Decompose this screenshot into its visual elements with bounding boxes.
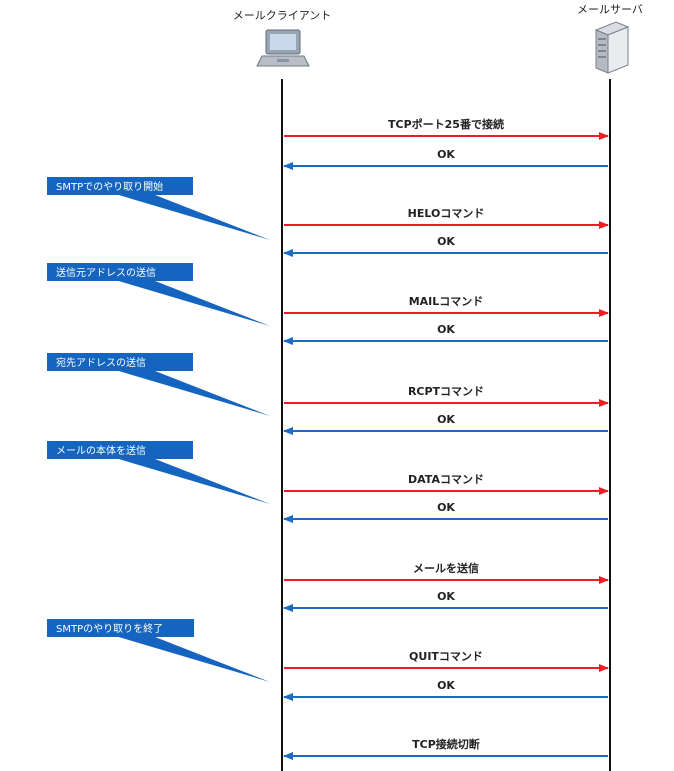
- callout-box: [47, 441, 193, 459]
- message-label: RCPTコマンド: [408, 385, 484, 398]
- callout-pointer: [112, 193, 270, 240]
- callout-pointer: [112, 279, 270, 326]
- callout: 宛先アドレスの送信: [47, 353, 270, 416]
- callout-box: [47, 177, 193, 195]
- callout-label: SMTPのやり取りを終了: [56, 622, 163, 635]
- message-label: DATAコマンド: [408, 473, 484, 486]
- message-label: OK: [437, 590, 455, 603]
- message-label: TCP接続切断: [412, 737, 480, 751]
- callout-pointer: [112, 457, 270, 504]
- laptop-icon: [256, 29, 310, 67]
- message-label: TCPポート25番で接続: [388, 117, 504, 131]
- message-label: HELOコマンド: [408, 207, 485, 220]
- message-label: QUITコマンド: [409, 650, 483, 663]
- callout-pointer: [112, 369, 270, 416]
- callout-label: SMTPでのやり取り開始: [56, 180, 163, 193]
- callouts: SMTPでのやり取り開始送信元アドレスの送信宛先アドレスの送信メールの本体を送信…: [47, 177, 270, 682]
- callout-pointer: [112, 635, 270, 682]
- message-label: メールを送信: [413, 561, 479, 575]
- callout: メールの本体を送信: [47, 441, 270, 504]
- callout-box: [47, 619, 194, 637]
- message-label: OK: [437, 148, 455, 161]
- callout-label: メールの本体を送信: [56, 444, 146, 457]
- message-label: MAILコマンド: [409, 295, 484, 308]
- message-label: OK: [437, 413, 455, 426]
- server-icon: [594, 21, 630, 74]
- callout-label: 送信元アドレスの送信: [56, 266, 156, 279]
- callout-label: 宛先アドレスの送信: [56, 356, 146, 369]
- callout-box: [47, 263, 193, 281]
- message-label: OK: [437, 501, 455, 514]
- message-label: OK: [437, 679, 455, 692]
- callout: 送信元アドレスの送信: [47, 263, 270, 326]
- message-label: OK: [437, 235, 455, 248]
- callout: SMTPのやり取りを終了: [47, 619, 270, 682]
- callout-box: [47, 353, 193, 371]
- server-label: メールサーバ: [577, 3, 643, 16]
- messages: TCPポート25番で接続 OK HELOコマンド OK MAILコマンド OK RCPTコマ…: [283, 117, 609, 760]
- callout: SMTPでのやり取り開始: [47, 177, 270, 240]
- message-label: OK: [437, 323, 455, 336]
- client-label: メールクライアント: [233, 9, 332, 22]
